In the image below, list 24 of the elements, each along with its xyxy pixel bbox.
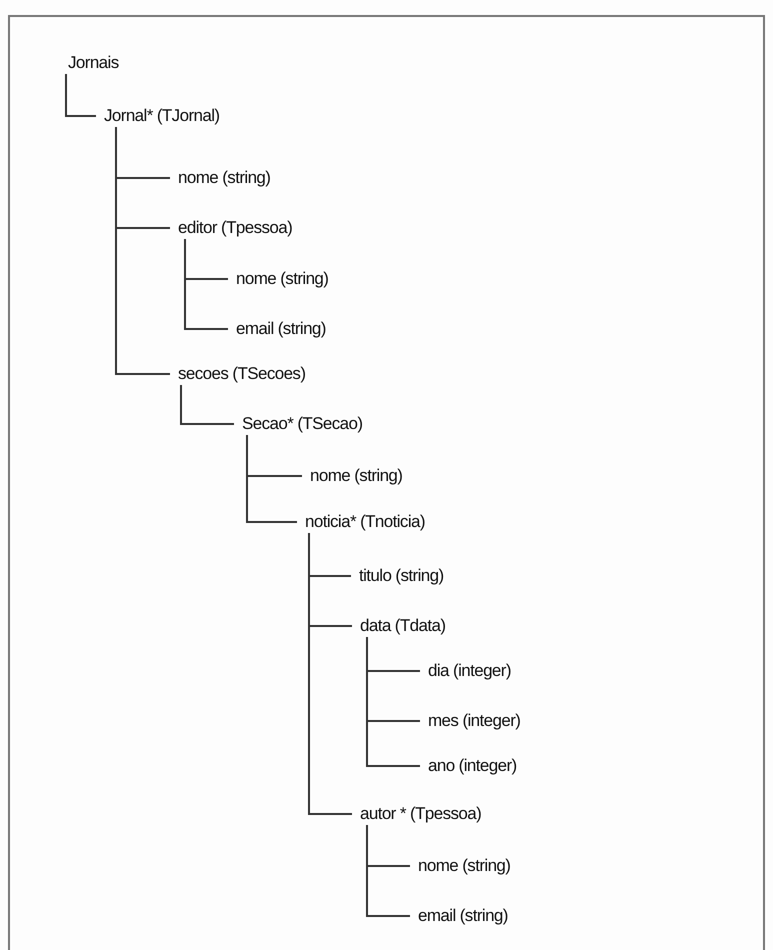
tree-item-label: Jornais bbox=[68, 53, 119, 73]
tree-connector bbox=[184, 239, 228, 330]
tree-item-label: dia (integer) bbox=[428, 661, 511, 681]
tree-item-label: editor (Tpessoa) bbox=[178, 218, 292, 238]
tree-item-label: nome (string) bbox=[310, 466, 402, 486]
tree-connector bbox=[65, 74, 96, 117]
tree-item-label: Secao* (TSecao) bbox=[242, 414, 362, 434]
tree-item-label: nome (string) bbox=[418, 856, 510, 876]
tree-item-label: data (Tdata) bbox=[360, 616, 446, 636]
tree-item-label: noticia* (Tnoticia) bbox=[305, 512, 425, 532]
tree-item-label: nome (string) bbox=[236, 269, 328, 289]
tree-item-label: titulo (string) bbox=[359, 566, 444, 586]
tree-item-label: mes (integer) bbox=[428, 711, 520, 731]
tree-item-label: email (string) bbox=[418, 906, 508, 926]
tree-item-label: nome (string) bbox=[178, 168, 270, 188]
tree-item-label: Jornal* (TJornal) bbox=[104, 106, 220, 126]
tree-connector bbox=[366, 637, 420, 767]
tree-item-label: autor * (Tpessoa) bbox=[360, 804, 482, 824]
tree-item-label: email (string) bbox=[236, 319, 326, 339]
tree-item-label: secoes (TSecoes) bbox=[178, 364, 306, 384]
tree-connector bbox=[115, 127, 170, 375]
tree-connector bbox=[308, 533, 352, 815]
tree-connector bbox=[180, 385, 234, 425]
tree-item-label: ano (integer) bbox=[428, 756, 517, 776]
